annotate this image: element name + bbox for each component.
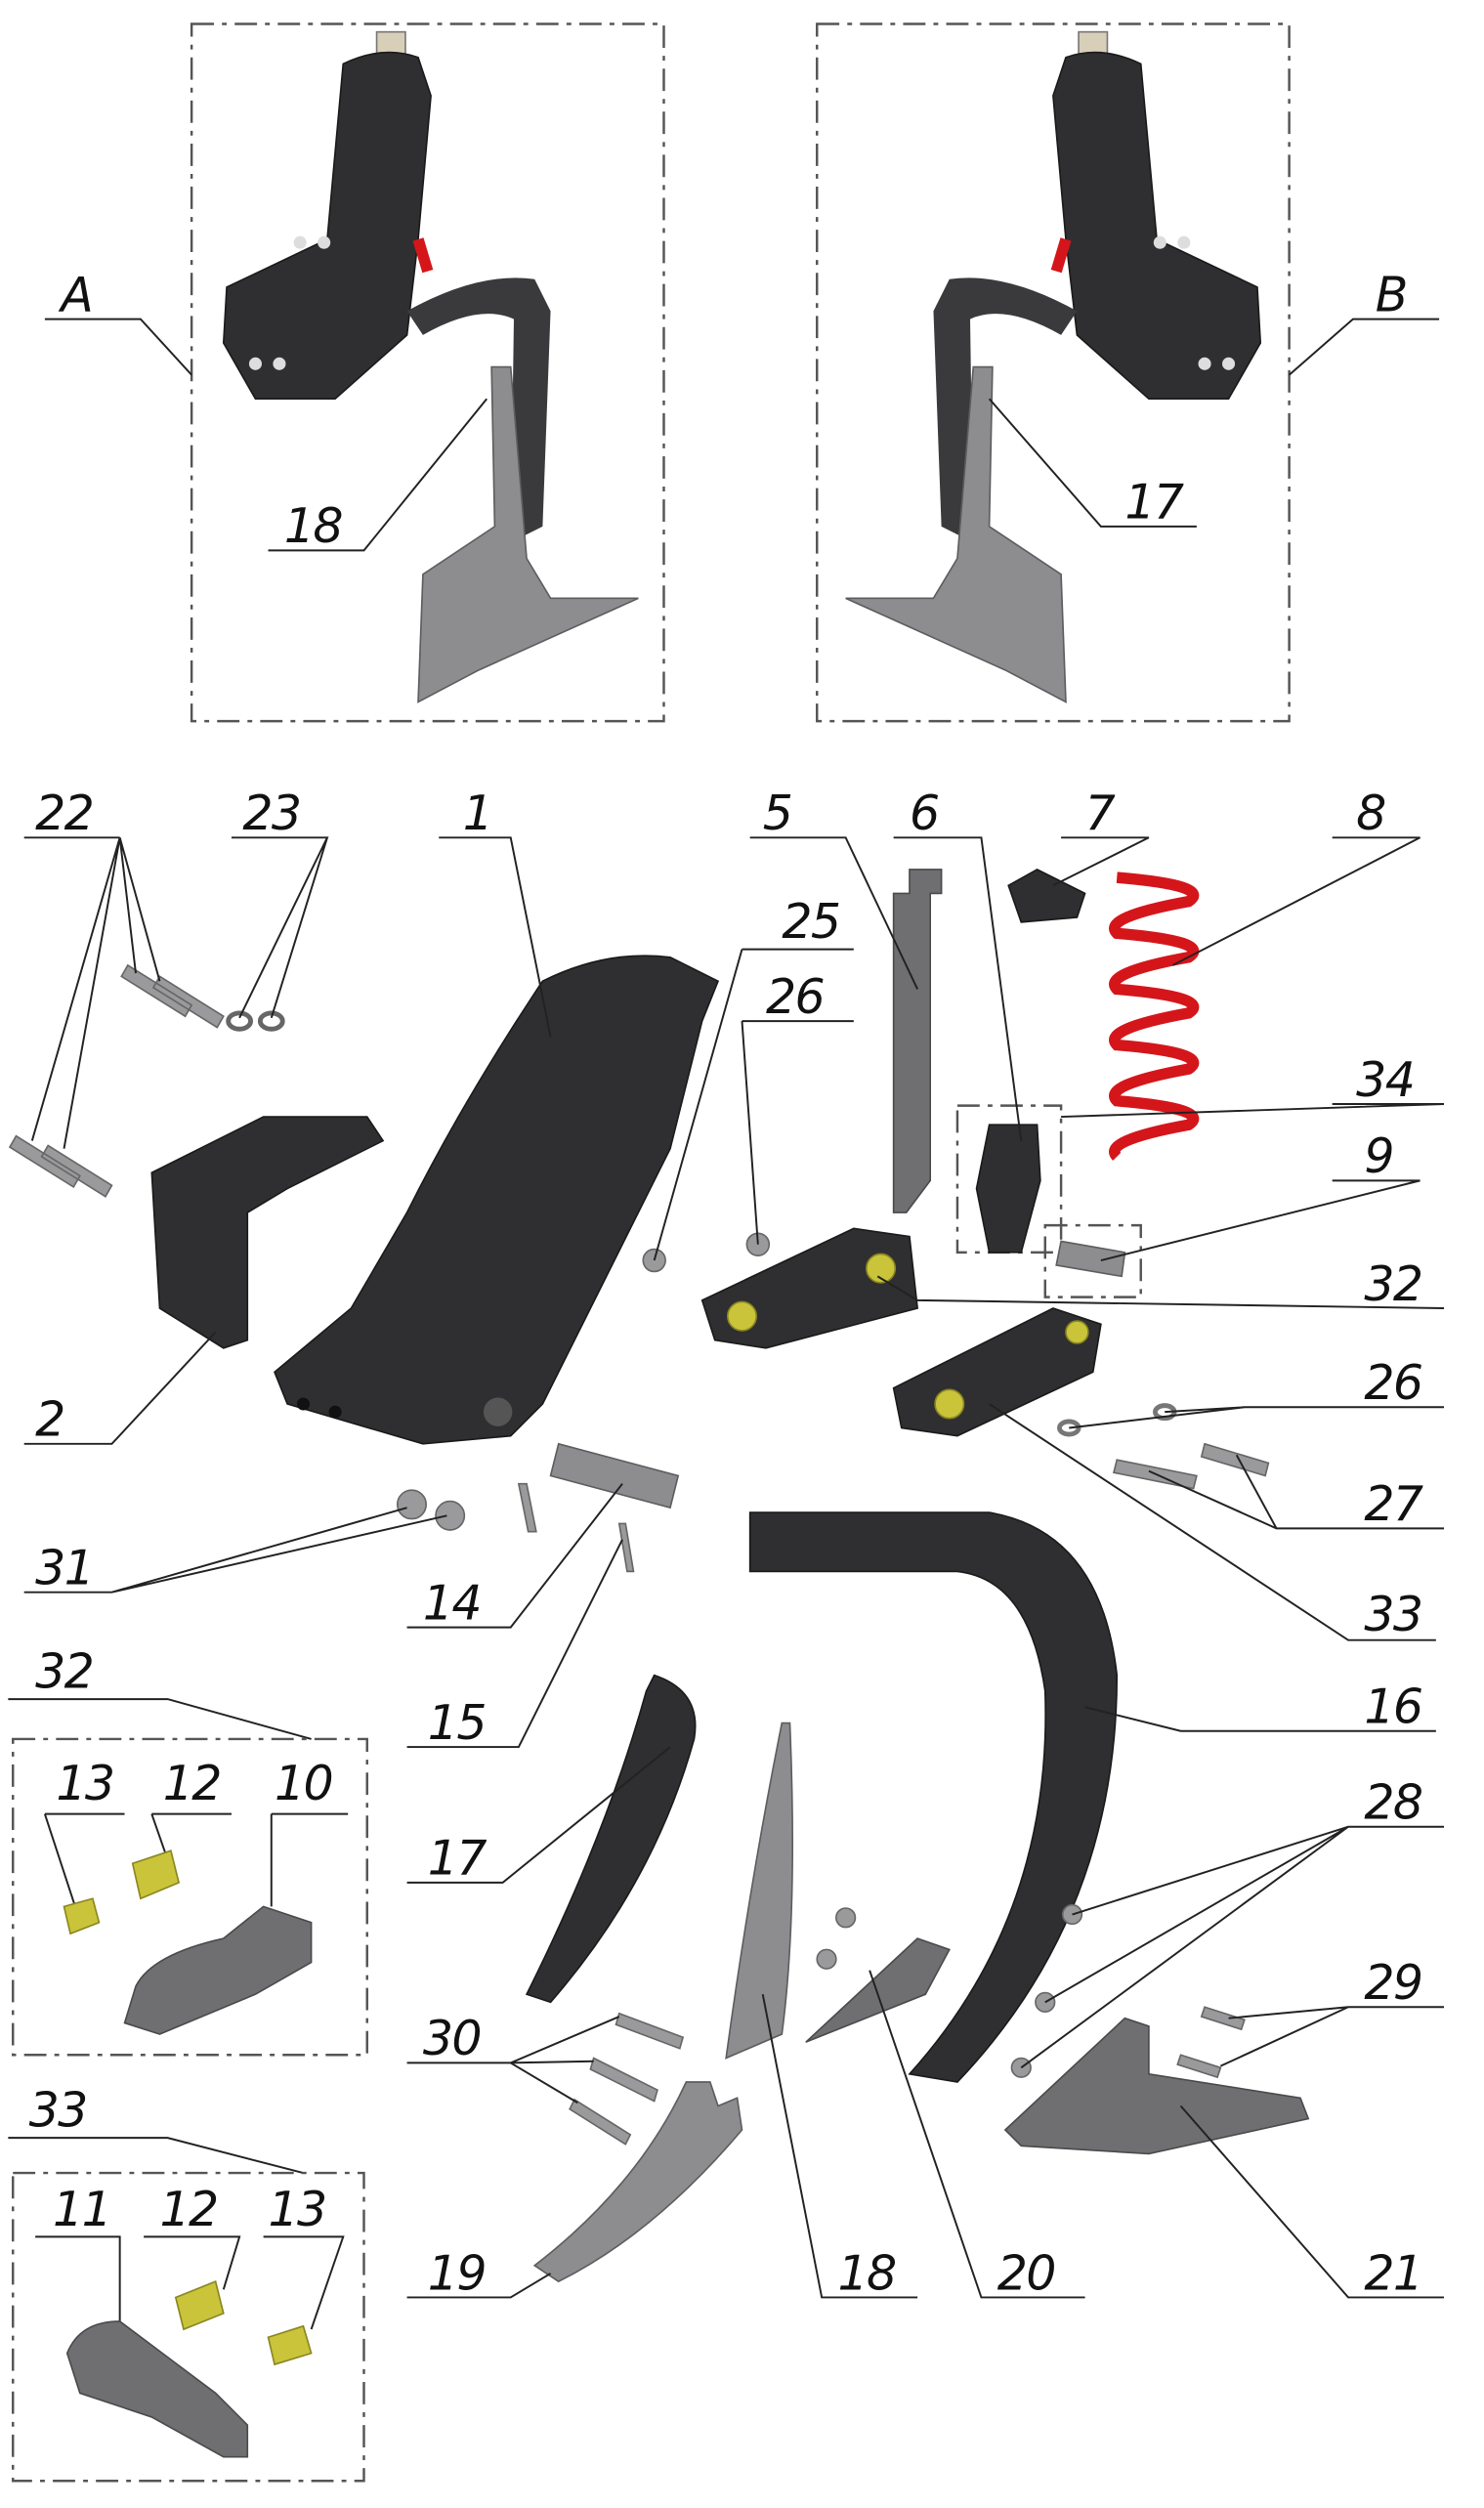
callout-31: 31 <box>35 1541 93 1596</box>
callout-1: 1 <box>463 786 492 841</box>
part-1-body <box>274 955 720 1445</box>
callout-9: 9 <box>1364 1128 1393 1184</box>
part-5-pin <box>892 869 943 1213</box>
callout-18: 18 <box>837 2245 896 2301</box>
callout-20: 20 <box>997 2245 1055 2301</box>
callout-17-top: 17 <box>988 398 1197 531</box>
detail-33-title: 33 <box>29 2083 87 2139</box>
detail-32-part-12: 12 <box>163 1756 221 1811</box>
callout-6: 6 <box>910 786 939 841</box>
part-21-sweep <box>1003 2017 1310 2155</box>
part-23-washers <box>226 1010 285 1032</box>
callout-label: 17 <box>1124 475 1184 531</box>
view-label-a: A <box>58 267 92 322</box>
callout-label: 18 <box>284 498 343 554</box>
callout-23: 23 <box>242 786 300 841</box>
part-8-spring <box>1109 871 1200 1161</box>
part-22-bolts <box>8 963 225 1198</box>
detail-33: 33 11 12 13 <box>8 2083 365 2483</box>
detail-32: 32 13 12 10 <box>8 1644 368 2057</box>
callout-15: 15 <box>428 1695 486 1751</box>
part-2-bracket <box>150 1116 385 1349</box>
callout-7: 7 <box>1085 786 1116 841</box>
detail-33-part-11: 11 <box>53 2182 110 2237</box>
callout-16: 16 <box>1364 1679 1421 1735</box>
part-17-blade <box>525 1674 697 2004</box>
callout-29: 29 <box>1364 1955 1421 2011</box>
callout-28: 28 <box>1364 1775 1422 1831</box>
part-9-pin <box>1055 1240 1126 1278</box>
part-7-cap <box>1007 869 1086 923</box>
callout-14: 14 <box>423 1575 481 1631</box>
part-16-shank <box>748 1511 1119 2083</box>
part-20-wing <box>805 1937 951 2043</box>
callout-18-top: 18 <box>268 398 488 554</box>
callout-5: 5 <box>763 786 792 841</box>
callout-22: 22 <box>35 786 93 841</box>
part-6-stop <box>975 1124 1041 1254</box>
callout-33: 33 <box>1364 1587 1421 1642</box>
part-14-pin <box>549 1442 680 1509</box>
callouts: 22 23 1 5 6 7 8 25 26 34 9 32 26 27 33 2… <box>23 786 1445 2301</box>
detail-32-part-13: 13 <box>56 1756 113 1811</box>
view-a-callout: A <box>44 267 192 376</box>
callout-26-right: 26 <box>1364 1355 1421 1411</box>
callout-32: 32 <box>1364 1256 1421 1312</box>
part-18-blade <box>725 1722 794 2060</box>
detail-33-part-12: 12 <box>159 2182 217 2237</box>
callout-21: 21 <box>1364 2245 1421 2301</box>
part-19-tip <box>532 2081 743 2283</box>
parts <box>8 869 1310 2283</box>
callout-34: 34 <box>1356 1052 1414 1108</box>
assembly-view-b <box>816 22 1291 723</box>
view-label-b: B <box>1376 267 1407 322</box>
callout-27: 27 <box>1364 1476 1423 1532</box>
part-32-link <box>700 1227 919 1349</box>
callout-2: 2 <box>35 1392 64 1448</box>
callout-8: 8 <box>1356 786 1385 841</box>
callout-17: 17 <box>428 1831 488 1887</box>
assembly-view-a <box>190 22 665 723</box>
callout-25: 25 <box>782 894 839 950</box>
detail-32-title: 32 <box>35 1644 93 1700</box>
callout-30: 30 <box>423 2011 481 2066</box>
detail-32-part-10: 10 <box>275 1756 332 1811</box>
view-b-callout: B <box>1288 267 1440 376</box>
detail-33-part-13: 13 <box>269 2182 326 2237</box>
callout-19: 19 <box>428 2245 486 2301</box>
callout-26: 26 <box>766 969 824 1025</box>
